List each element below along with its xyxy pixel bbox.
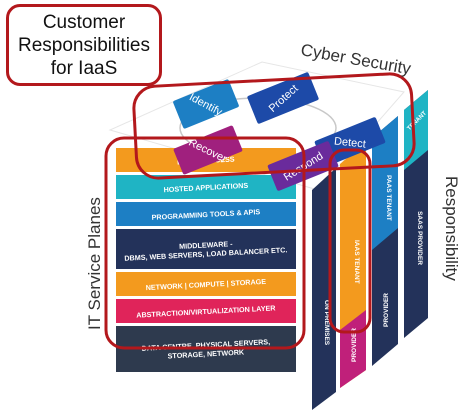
service-plane-5 <box>116 272 296 296</box>
title-line-1: Customer <box>42 11 126 33</box>
cyber-security-highlight <box>132 72 416 180</box>
service-plane-4 <box>116 229 296 269</box>
title-line-2: Responsibilities <box>17 34 150 56</box>
saas-tenant-block <box>404 90 428 170</box>
iaas-tenant-highlight <box>328 148 372 334</box>
title-line-3: for IaaS <box>50 57 118 79</box>
service-plane-6 <box>116 299 296 323</box>
provider-label-2: PROVIDER <box>383 293 390 327</box>
on-premises-label: ON PREMISES <box>323 300 330 346</box>
provider-label-1: PROVIDER <box>351 328 358 362</box>
service-plane-7-label: STORAGE, NETWORK <box>167 347 245 360</box>
service-plane-2 <box>116 175 296 199</box>
it-service-planes-label: IT Service Planes <box>85 197 104 330</box>
on-premises-column <box>312 168 336 410</box>
saas-provider-label: SAAS PROVIDER <box>416 211 423 265</box>
service-planes: DATA & ACCESSHOSTED APPLICATIONSPROGRAMM… <box>116 148 296 372</box>
service-plane-2-label: HOSTED APPLICATIONS <box>163 181 248 194</box>
cyber-functions: Identify Protect Recover Detect Respond <box>173 72 386 191</box>
cyber-security-label: Cyber Security <box>299 40 413 78</box>
identify-tile: Identify <box>173 79 239 129</box>
paas-tenant-block <box>372 116 398 250</box>
provider-magenta-block <box>340 310 366 388</box>
responsibility-label: Responsibility <box>442 176 461 281</box>
detect-label: Detect <box>333 135 366 150</box>
service-planes-highlight <box>104 136 306 350</box>
iaas-tenant-label: IAAS TENANT <box>353 240 360 284</box>
service-plane-4-label: MIDDLEWARE - <box>179 239 234 251</box>
service-plane-3 <box>116 202 296 226</box>
paas-tenant-label: PAAS TENANT <box>385 175 392 221</box>
title-box: Customer Responsibilities for IaaS <box>6 4 162 86</box>
